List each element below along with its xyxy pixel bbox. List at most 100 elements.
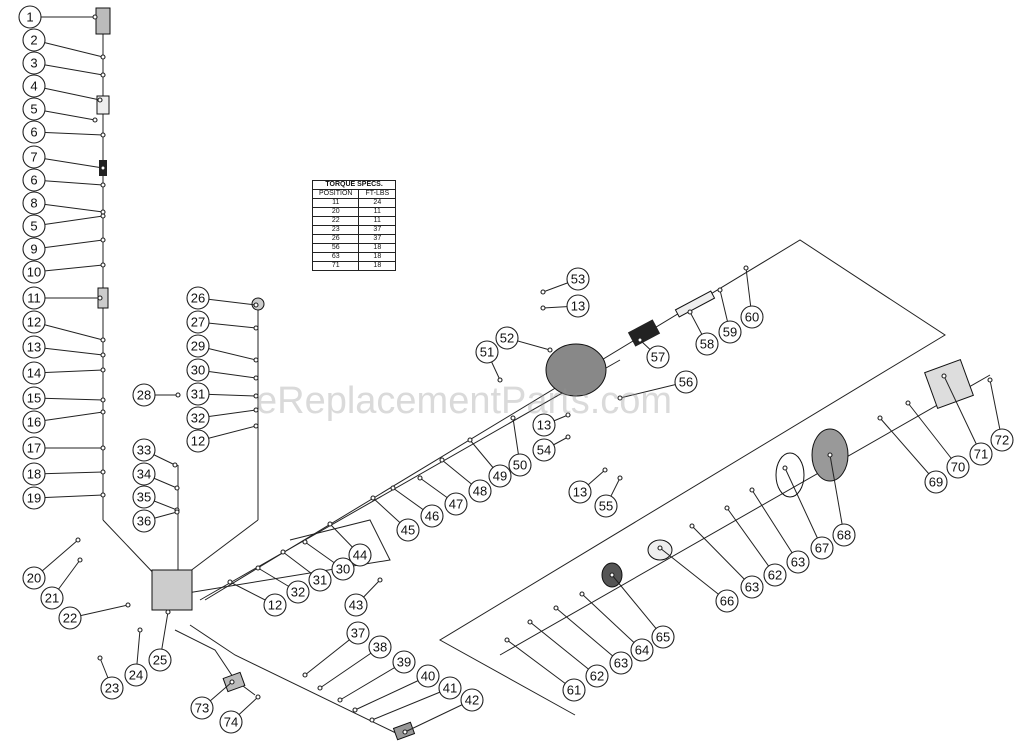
callout-number: 6 — [30, 173, 37, 188]
callout-number: 51 — [480, 345, 494, 360]
callout-leader — [659, 547, 728, 602]
callout-bubble — [331, 557, 355, 581]
callout-bubble — [100, 676, 124, 700]
callout-26: 26 — [186, 286, 259, 310]
leader-dot — [302, 672, 308, 678]
callout-13: 13 — [540, 294, 590, 318]
callout-63: 63 — [553, 605, 633, 675]
callout-61: 61 — [504, 637, 586, 702]
callout-bubble — [810, 536, 834, 560]
leader-dot — [100, 492, 106, 498]
callout-3: 3 — [22, 51, 106, 78]
callout-number: 31 — [191, 387, 205, 402]
leader-dot — [743, 265, 749, 271]
callout-13: 13 — [22, 335, 106, 359]
callout-bubble — [22, 97, 46, 121]
callout-number: 68 — [837, 528, 851, 543]
callout-62: 62 — [724, 505, 787, 587]
callout-bubble — [475, 340, 499, 364]
callout-leader — [33, 156, 104, 169]
callout-number: 62 — [590, 669, 604, 684]
callout-bubble — [420, 504, 444, 528]
callout-bubble — [22, 260, 46, 284]
leader-dot — [229, 679, 235, 685]
callout-number: 57 — [651, 350, 665, 365]
callout-bubble — [22, 386, 46, 410]
callout-leader — [33, 202, 104, 213]
callout-number: 28 — [137, 388, 151, 403]
leader-dot — [172, 462, 178, 468]
callout-bubble — [263, 593, 287, 617]
cell-position: 22 — [311, 216, 360, 226]
cell-position: 20 — [311, 207, 360, 217]
callout-bubble — [594, 494, 618, 518]
callout-number: 4 — [30, 79, 37, 94]
callout-34: 34 — [132, 462, 180, 491]
callout-19: 19 — [22, 486, 106, 510]
leader-dot — [553, 605, 559, 611]
callout-28: 28 — [132, 383, 181, 407]
callout-number: 22 — [63, 611, 77, 626]
callout-bubble — [508, 453, 532, 477]
callout-bubble — [416, 664, 440, 688]
leader-dot — [100, 337, 106, 343]
callout-bubble — [190, 696, 214, 720]
callout-number: 10 — [27, 265, 41, 280]
callout-number: 64 — [635, 643, 649, 658]
leader-dot — [92, 117, 98, 123]
leader-dot — [100, 132, 106, 138]
callout-39: 39 — [337, 650, 416, 703]
callout-66: 66 — [657, 545, 739, 613]
callout-62: 62 — [527, 619, 609, 688]
leader-dot — [125, 602, 131, 608]
callout-71: 71 — [941, 373, 993, 466]
rod-58-part — [674, 290, 716, 318]
callout-number: 6 — [30, 125, 37, 140]
leader-dot — [97, 295, 103, 301]
callout-leader — [33, 264, 104, 273]
callout-leader — [33, 215, 104, 227]
callout-bubble — [186, 286, 210, 310]
leader-dot — [540, 289, 546, 295]
callout-number: 44 — [353, 548, 367, 563]
leader-dot — [527, 619, 533, 625]
callout-number: 15 — [27, 391, 41, 406]
callout-21: 21 — [40, 557, 83, 610]
spring-57-part — [627, 319, 661, 347]
leader-dot — [905, 400, 911, 406]
callout-number: 69 — [929, 475, 943, 490]
callout-number: 38 — [373, 640, 387, 655]
callout-45: 45 — [370, 495, 420, 542]
cell-position: 23 — [311, 225, 360, 235]
leader-dot — [253, 393, 259, 399]
shaft-axis — [199, 359, 621, 601]
callout-number: 13 — [27, 340, 41, 355]
callout-bubble — [22, 120, 46, 144]
leader-dot — [100, 409, 106, 415]
callout-number: 23 — [105, 681, 119, 696]
leader-dot — [253, 407, 259, 413]
callout-bubble — [990, 428, 1014, 452]
callout-bubble — [132, 485, 156, 509]
callout-leader — [33, 39, 104, 58]
leader-dot — [749, 487, 755, 493]
callout-number: 58 — [700, 337, 714, 352]
callout-bubble — [566, 294, 590, 318]
leader-dot — [255, 565, 261, 571]
callout-70: 70 — [905, 400, 970, 479]
callout-leader — [33, 321, 104, 341]
watermark: eReplacementParts.com — [256, 380, 673, 422]
leader-dot — [369, 717, 375, 723]
leader-dot — [317, 685, 323, 691]
leader-dot — [637, 337, 643, 343]
callout-bubble — [308, 568, 332, 592]
cell-ftlbs: 37 — [358, 234, 397, 244]
callout-43: 43 — [344, 577, 383, 617]
callout-number: 26 — [191, 291, 205, 306]
callout-bubble — [718, 320, 742, 344]
leader-dot — [100, 262, 106, 268]
callout-number: 65 — [656, 630, 670, 645]
